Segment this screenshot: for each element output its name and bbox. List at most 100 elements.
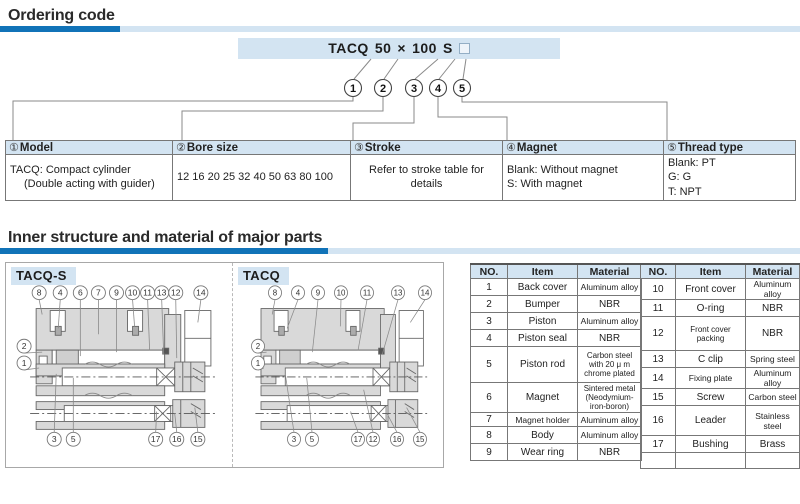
diagram-callout-11: 11 — [360, 285, 374, 301]
diagram-callout-2: 2 — [16, 338, 32, 354]
part-no: 9 — [470, 443, 508, 461]
svg-text:17: 17 — [354, 435, 363, 444]
diagram-callout-8: 8 — [31, 285, 47, 301]
section-underline-bar-2 — [0, 248, 800, 254]
ordering-col-value-model: TACQ: Compact cylinder(Double acting wit… — [5, 154, 173, 201]
svg-text:8: 8 — [273, 288, 278, 297]
svg-text:3: 3 — [411, 83, 417, 95]
part-material — [745, 452, 800, 469]
diagram-callout-8: 8 — [268, 285, 282, 301]
svg-text:14: 14 — [421, 288, 430, 297]
parts-header-material: Material — [577, 263, 642, 279]
diagram-callout-5: 5 — [65, 431, 81, 447]
svg-text:10: 10 — [337, 288, 346, 297]
svg-text:14: 14 — [196, 288, 206, 298]
parts-header-no: NO. — [470, 263, 508, 279]
part-material: Brass — [745, 435, 800, 453]
diagram-callout-10: 10 — [125, 285, 141, 301]
svg-text:9: 9 — [316, 288, 321, 297]
part-no: 17 — [640, 435, 676, 453]
diagram-callout-7: 7 — [90, 285, 106, 301]
part-material: Stainless steel — [745, 405, 800, 436]
ordering-col-header-thread-type: ⑤Thread type — [663, 140, 796, 155]
part-item: Wear ring — [507, 443, 578, 461]
svg-text:16: 16 — [172, 434, 182, 444]
svg-text:3: 3 — [52, 434, 57, 444]
parts-header-item: Item — [675, 263, 746, 279]
diagram-callout-4: 4 — [291, 285, 305, 301]
part-item: Front cover — [675, 278, 746, 300]
part-material: Carbon steel — [745, 388, 800, 406]
diagram-callout-14: 14 — [418, 285, 432, 301]
part-no: 6 — [470, 382, 508, 413]
svg-text:1: 1 — [22, 358, 27, 368]
diagram-callout-3: 3 — [287, 431, 301, 447]
part-item: Body — [507, 426, 578, 444]
diagram-callout-6: 6 — [72, 285, 88, 301]
part-no: 16 — [640, 405, 676, 436]
svg-text:17: 17 — [151, 434, 161, 444]
diagram-callout-17: 17 — [351, 431, 365, 447]
svg-text:13: 13 — [157, 288, 167, 298]
part-item: Fixing plate — [675, 367, 746, 389]
code-stroke: 100 — [412, 40, 437, 56]
diagram-callout-12: 12 — [366, 431, 380, 447]
part-material: NBR — [577, 329, 642, 347]
svg-text:13: 13 — [394, 288, 403, 297]
svg-text:16: 16 — [393, 435, 402, 444]
ordering-col-value-bore-size: 12 16 20 25 32 40 50 63 80 100 — [172, 154, 351, 201]
code-bore: 50 — [374, 40, 392, 56]
part-no: 4 — [470, 329, 508, 347]
diagram-callout-15: 15 — [413, 431, 427, 447]
svg-text:11: 11 — [143, 288, 152, 298]
diagram-callout-9: 9 — [311, 285, 325, 301]
part-no: 10 — [640, 278, 676, 300]
part-material: Aluminum alloy — [577, 312, 642, 330]
part-no: 14 — [640, 367, 676, 389]
part-material: NBR — [745, 316, 800, 351]
part-no: 12 — [640, 316, 676, 351]
diagram-callout-3: 3 — [46, 431, 62, 447]
ordering-col-header-stroke: ③Stroke — [350, 140, 503, 155]
diagram-callout-11: 11 — [140, 285, 156, 301]
ordering-col-header-magnet: ④Magnet — [502, 140, 664, 155]
code-magnet: S — [442, 40, 453, 56]
svg-text:1: 1 — [256, 359, 261, 368]
diagram-label-tacq: TACQ — [238, 267, 290, 285]
svg-text:2: 2 — [22, 341, 27, 351]
section-title-ordering-code: Ordering code — [8, 7, 115, 24]
part-no: 8 — [470, 426, 508, 444]
part-material: Spring steel — [745, 350, 800, 368]
svg-text:6: 6 — [78, 288, 83, 298]
svg-text:9: 9 — [114, 288, 119, 298]
part-item: Piston rod — [507, 346, 578, 383]
svg-text:4: 4 — [296, 288, 301, 297]
section-underline-dark-2 — [0, 248, 328, 254]
section-underline-dark — [0, 26, 120, 32]
diagram-callout-9: 9 — [109, 285, 124, 301]
part-material: NBR — [577, 295, 642, 313]
ordering-callout-4: 4 — [428, 78, 448, 98]
diagram-label-tacq-s: TACQ-S — [11, 267, 76, 285]
part-no: 3 — [470, 312, 508, 330]
